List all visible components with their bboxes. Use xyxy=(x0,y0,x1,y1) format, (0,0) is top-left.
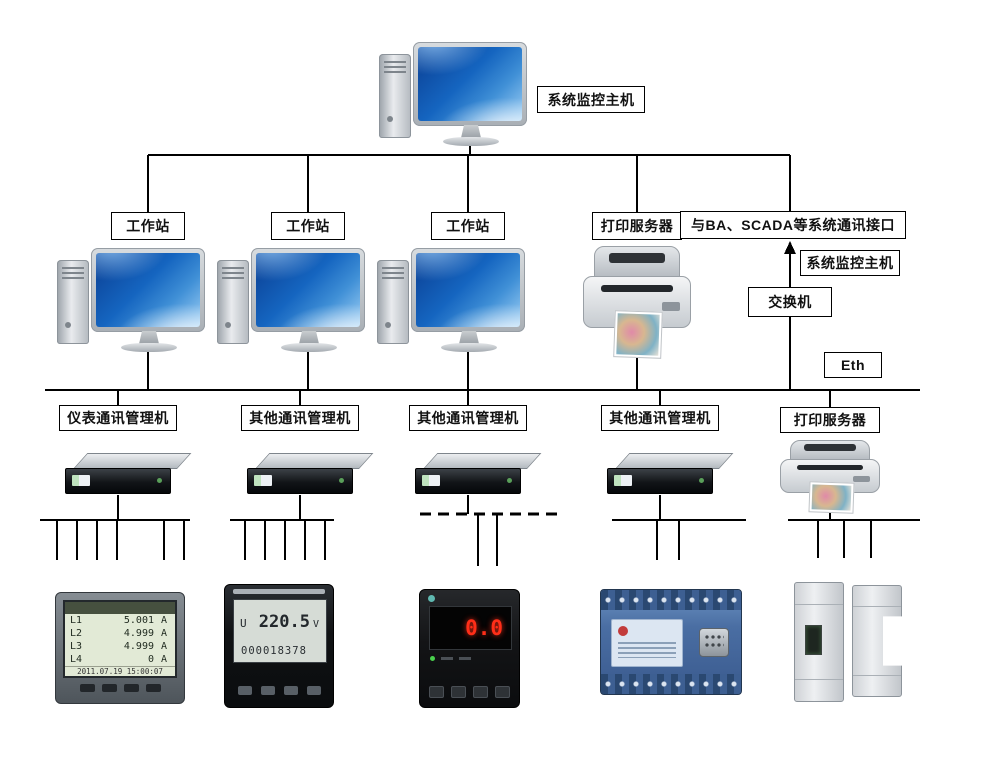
din-device-a xyxy=(794,582,844,702)
printer-control-panel xyxy=(853,476,870,482)
voltage-meter: U 220.5 V 000018378 xyxy=(224,584,334,708)
label-eth: Eth xyxy=(824,352,882,378)
printer-photo-output xyxy=(613,310,664,359)
label-print-server-top: 打印服务器 xyxy=(592,212,682,240)
rack-top-face xyxy=(73,453,192,469)
lcd-row: L1 5.001 A xyxy=(70,615,168,626)
computer-monitor xyxy=(251,248,365,332)
workstation-1 xyxy=(55,248,205,360)
rack-top-face xyxy=(255,453,374,469)
rack-badge xyxy=(72,475,90,486)
printer-output-slot xyxy=(601,285,673,292)
status-led xyxy=(430,656,435,661)
printer-feed-slot xyxy=(804,444,856,451)
relay-front-panel xyxy=(601,610,741,674)
rack-top-face xyxy=(423,453,542,469)
terminal-strip-top xyxy=(601,590,741,610)
relay-nameplate xyxy=(611,619,683,667)
host-computer xyxy=(377,42,527,154)
lcd-header-bar xyxy=(65,602,175,614)
label-workstation-3: 工作站 xyxy=(431,212,505,240)
monitor-screen xyxy=(256,253,360,327)
digital-meter-display: 0.0 xyxy=(429,606,512,650)
printer-control-panel xyxy=(661,302,681,311)
meter-indicators xyxy=(430,656,471,661)
monitor-stand xyxy=(461,125,481,138)
label-switch: 交换机 xyxy=(748,287,832,317)
workstation-2 xyxy=(215,248,365,360)
lcd-row: L3 4.999 A xyxy=(70,641,168,652)
rack-top-face xyxy=(615,453,734,469)
rack-led xyxy=(157,478,162,483)
monitor-base xyxy=(443,137,499,146)
comm-manager-1 xyxy=(57,450,192,498)
printer-top xyxy=(583,246,691,359)
lcd-row: L2 4.999 A xyxy=(70,628,168,639)
computer-monitor xyxy=(91,248,205,332)
power-meter-lcd: L1 5.001 A L2 4.999 A L3 4.999 A L4 0 A … xyxy=(63,600,177,678)
monitor-stand xyxy=(459,331,479,344)
comm-manager-2 xyxy=(239,450,374,498)
printer-feed-slot xyxy=(608,252,666,263)
rack-led xyxy=(699,478,704,483)
power-meter: L1 5.001 A L2 4.999 A L3 4.999 A L4 0 A … xyxy=(55,592,185,704)
computer-tower xyxy=(57,260,89,344)
printer-output-slot xyxy=(797,465,863,470)
monitor-stand xyxy=(139,331,159,344)
comm-manager-3 xyxy=(407,450,542,498)
label-scada-interface: 与BA、SCADA等系统通讯接口 xyxy=(680,211,906,239)
meter-buttons xyxy=(225,686,333,695)
comm-manager-4 xyxy=(599,450,734,498)
label-other-comm-manager-2: 其他通讯管理机 xyxy=(409,405,527,431)
computer-tower xyxy=(217,260,249,344)
rack-front-face xyxy=(415,468,521,494)
monitor-stand xyxy=(299,331,319,344)
computer-tower xyxy=(379,54,411,138)
din-display-window xyxy=(805,625,822,655)
printer-bottom xyxy=(780,440,880,514)
monitor-screen xyxy=(416,253,520,327)
terminal-strip-bottom xyxy=(601,674,741,694)
monitor-screen xyxy=(418,47,522,121)
label-workstation-1: 工作站 xyxy=(111,212,185,240)
computer-monitor xyxy=(413,42,527,126)
rack-badge xyxy=(254,475,272,486)
printer-photo-output xyxy=(808,480,855,514)
rack-front-face xyxy=(65,468,171,494)
monitor-base xyxy=(441,343,497,352)
label-other-comm-manager-3: 其他通讯管理机 xyxy=(601,405,719,431)
relay-module xyxy=(600,589,742,695)
label-workstation-2: 工作站 xyxy=(271,212,345,240)
workstation-3 xyxy=(375,248,525,360)
meter-buttons xyxy=(420,686,519,698)
rack-badge xyxy=(614,475,632,486)
rack-front-face xyxy=(607,468,713,494)
computer-tower xyxy=(377,260,409,344)
rack-led xyxy=(339,478,344,483)
lcd-main-reading: U 220.5 V xyxy=(240,612,319,632)
rack-front-face xyxy=(247,468,353,494)
monitor-base xyxy=(281,343,337,352)
lcd-datetime: 2011.07.19 15:00:07 xyxy=(65,666,175,677)
monitor-base xyxy=(121,343,177,352)
rack-led xyxy=(507,478,512,483)
db9-connector xyxy=(699,628,729,657)
computer-monitor xyxy=(411,248,525,332)
label-host-ref: 系统监控主机 xyxy=(800,250,900,276)
digital-meter: 0.0 xyxy=(419,589,520,708)
meter-buttons xyxy=(63,684,177,692)
voltage-meter-lcd: U 220.5 V 000018378 xyxy=(233,599,327,663)
label-meter-comm-manager: 仪表通讯管理机 xyxy=(59,405,177,431)
lcd-energy-counter: 000018378 xyxy=(241,645,307,657)
label-other-comm-manager-1: 其他通讯管理机 xyxy=(241,405,359,431)
monitor-screen xyxy=(96,253,200,327)
rack-badge xyxy=(422,475,440,486)
label-host: 系统监控主机 xyxy=(537,86,645,113)
lcd-row: L4 0 A xyxy=(70,654,168,665)
label-print-server-bottom: 打印服务器 xyxy=(780,407,880,433)
